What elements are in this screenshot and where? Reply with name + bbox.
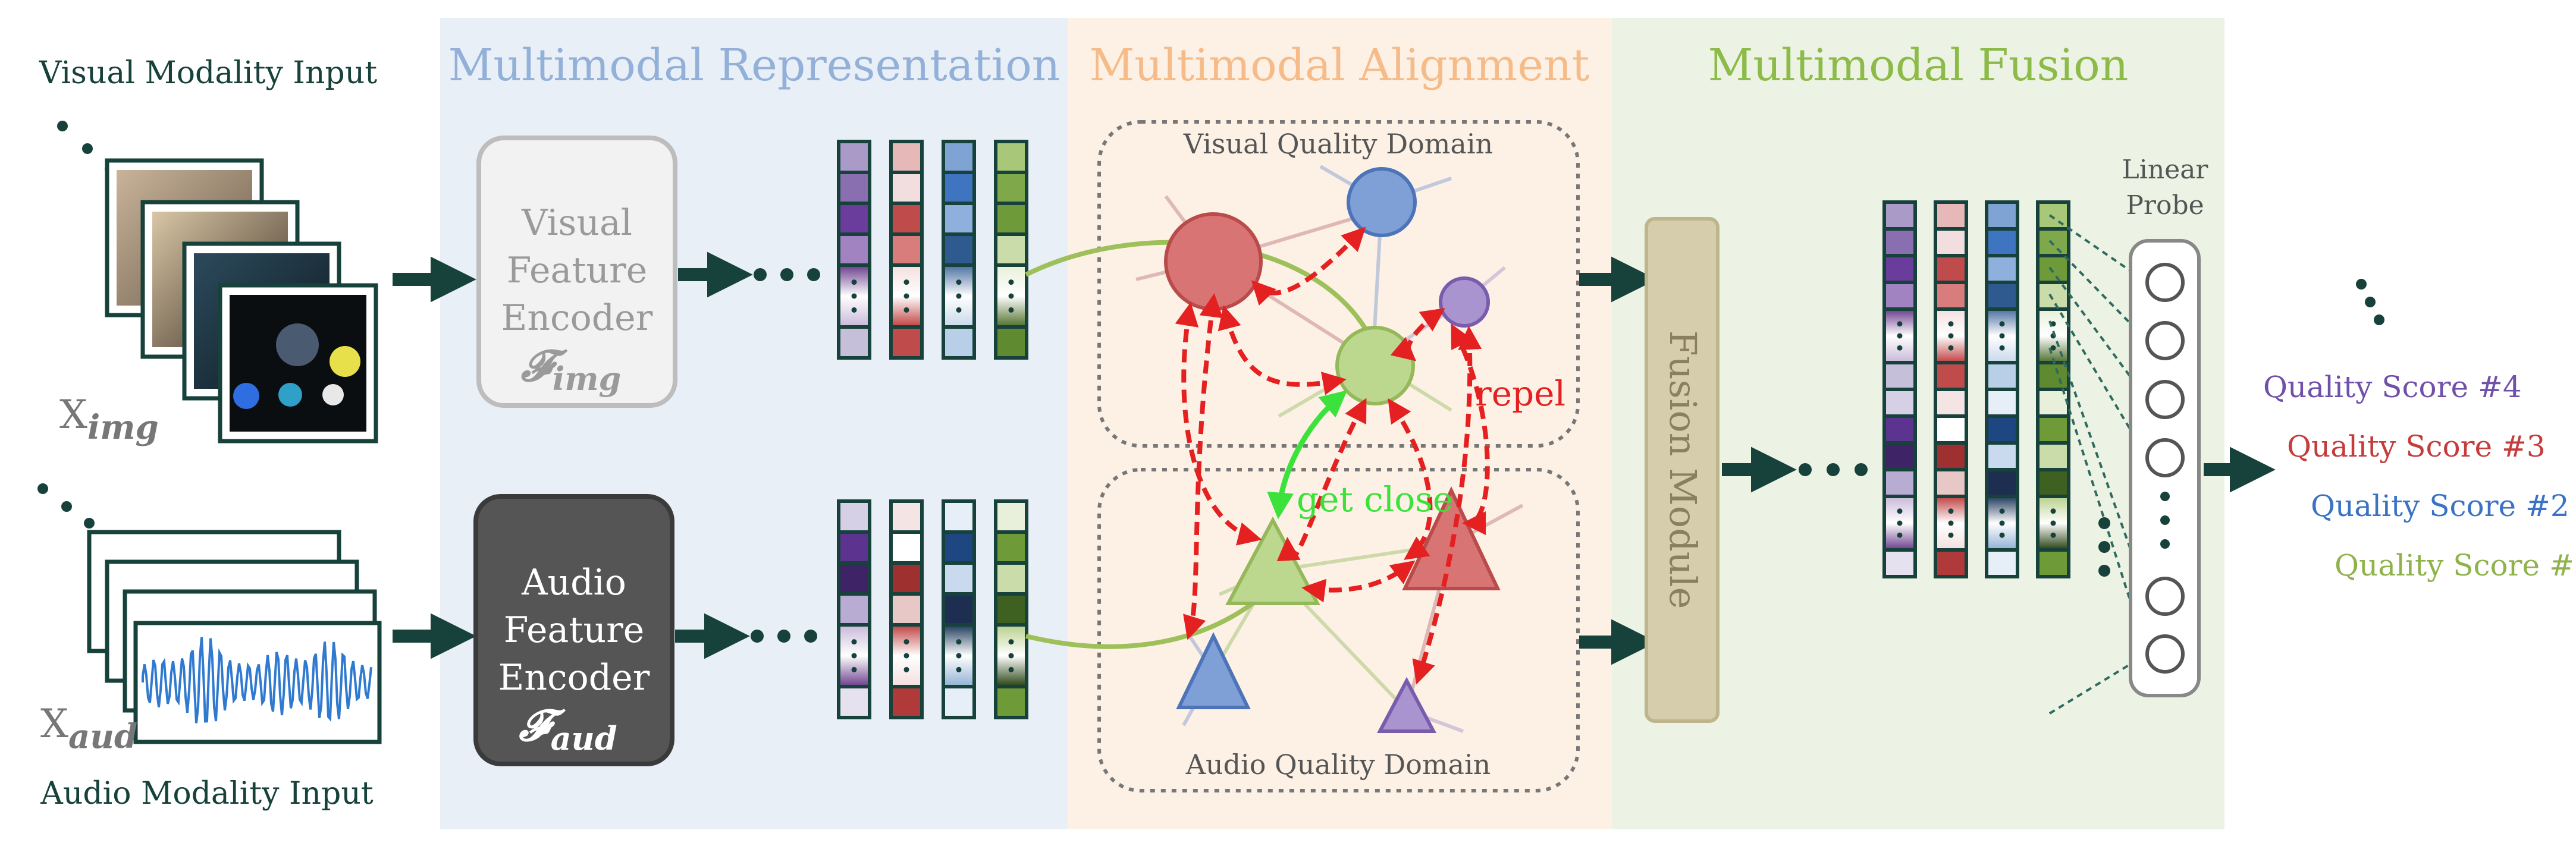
audio-ellipsis-dots <box>37 483 95 529</box>
svg-text:Fusion Module: Fusion Module <box>1661 331 1705 609</box>
neuron-ellipsis-dots <box>2160 492 2170 549</box>
video-frames-stack <box>105 158 378 443</box>
x-aud-symbol: Xaud <box>40 701 137 756</box>
probe-neuron <box>2145 634 2185 674</box>
audio-flow-dots <box>751 630 817 643</box>
purple-visual-node <box>1439 276 1490 328</box>
probe-neuron <box>2145 577 2185 616</box>
linear-probe-label-line2: Probe <box>2126 190 2204 221</box>
quality-score-3: Quality Score #3 <box>2287 429 2546 464</box>
fusion-title: Multimodal Fusion <box>1708 40 2129 91</box>
probe-neuron <box>2145 263 2185 302</box>
linear-probe-label-line1: Linear <box>2122 155 2209 185</box>
probe-neuron <box>2145 380 2185 419</box>
repel-label: repel <box>1475 373 1565 414</box>
visual-input-label: Visual Modality Input <box>39 55 377 91</box>
svg-text:Audio: Audio <box>521 562 626 603</box>
blue-audio-node <box>1176 632 1251 709</box>
fused-column <box>2036 200 2070 578</box>
score-ellipsis-dots <box>2356 279 2384 325</box>
audio-embedding-curve <box>1025 592 1266 649</box>
fusion-flow-dots <box>1799 463 1868 476</box>
feature-column <box>837 140 871 360</box>
feature-column <box>994 140 1028 360</box>
audio-domain-label: Audio Quality Domain <box>1185 748 1491 781</box>
audio-input-label: Audio Modality Input <box>40 776 374 811</box>
fused-column <box>1882 200 1917 578</box>
visual-feature-encoder: Visual Feature Encoder 𝓕img <box>476 136 677 408</box>
svg-text:Visual: Visual <box>521 202 632 244</box>
audio-waveform-stack <box>87 530 382 744</box>
feature-column <box>942 499 976 719</box>
audio-quality-domain <box>1097 468 1580 792</box>
feature-column <box>889 499 924 719</box>
fused-ellipsis-dots <box>2098 517 2110 577</box>
svg-text:Encoder: Encoder <box>498 657 650 699</box>
audio-feature-encoder: Audio Feature Encoder 𝓕aud <box>473 494 674 766</box>
audio-feature-vectors <box>837 499 1028 719</box>
fused-column <box>1985 200 2019 578</box>
svg-text:Feature: Feature <box>507 250 648 291</box>
get-close-label: get close <box>1297 479 1453 520</box>
feature-column <box>889 140 924 360</box>
fused-feature-vectors <box>1882 200 2070 578</box>
fusion-module: Fusion Module <box>1645 217 1720 723</box>
quality-score-1: Quality Score #1 <box>2335 548 2576 583</box>
fused-column <box>1934 200 1968 578</box>
svg-text:Encoder: Encoder <box>501 297 653 339</box>
svg-text:Feature: Feature <box>504 609 645 651</box>
quality-score-4: Quality Score #4 <box>2263 370 2522 404</box>
x-img-symbol: Ximg <box>59 392 159 447</box>
svg-text:𝓕aud: 𝓕aud <box>518 700 617 757</box>
feature-column <box>942 140 976 360</box>
green-audio-node <box>1225 516 1321 605</box>
visual-flow-dots <box>754 268 820 281</box>
probe-neurons <box>2145 263 2185 674</box>
feature-column <box>837 499 871 719</box>
svg-text:𝓕img: 𝓕img <box>520 340 622 398</box>
blue-visual-node <box>1347 167 1417 237</box>
green-visual-node <box>1335 326 1415 405</box>
quality-score-2: Quality Score #2 <box>2311 489 2569 523</box>
representation-title: Multimodal Representation <box>448 40 1060 91</box>
red-visual-node <box>1164 212 1263 311</box>
feature-column <box>994 499 1028 719</box>
probe-neuron <box>2145 438 2185 477</box>
alignment-title: Multimodal Alignment <box>1089 40 1589 91</box>
purple-audio-node <box>1377 677 1436 733</box>
get-close-arrow <box>1267 390 1348 520</box>
visual-feature-vectors <box>837 140 1028 360</box>
visual-domain-label: Visual Quality Domain <box>1183 128 1493 160</box>
probe-neuron <box>2145 321 2185 360</box>
